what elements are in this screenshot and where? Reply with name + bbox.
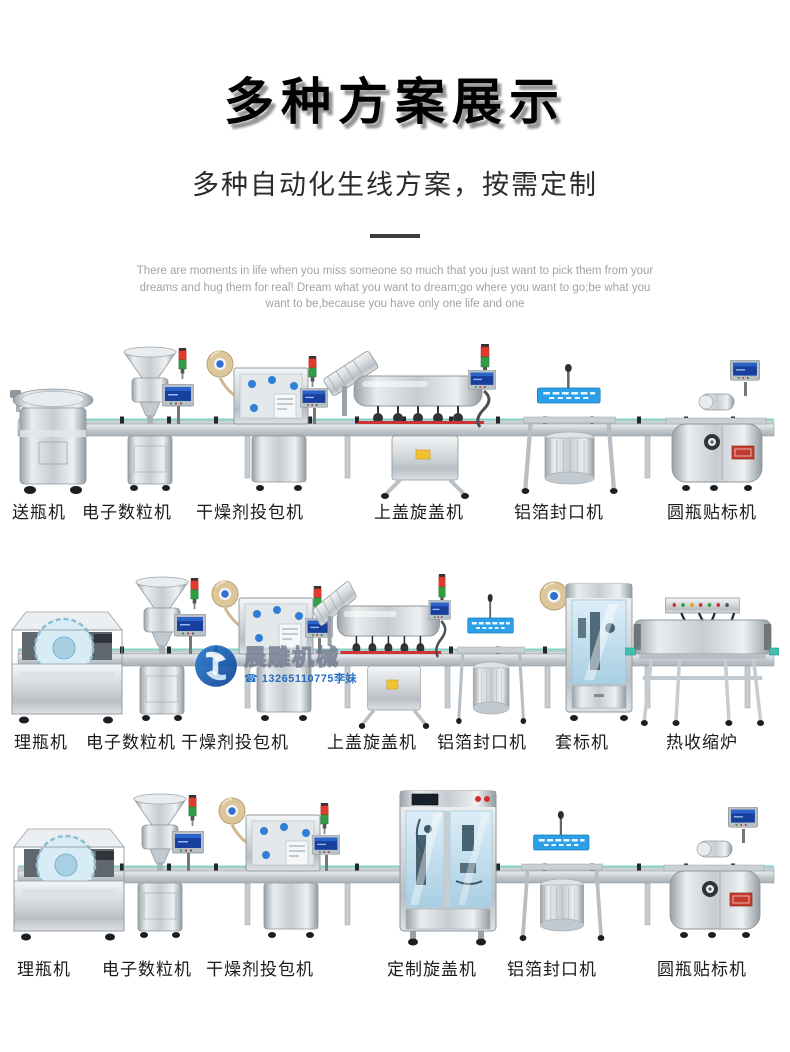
machine-round-bottle-labeler <box>664 807 764 938</box>
page-title: 多种方案展示 <box>224 74 566 130</box>
machine-label-labeler: 圆瓶贴标机 <box>667 503 757 522</box>
machine-round-bottle-labeler <box>666 360 766 491</box>
machine-label-capper: 上盖旋盖机 <box>374 503 464 522</box>
conveyor-belt <box>18 866 774 926</box>
machine-label-counter: 电子数粒机 <box>82 503 172 522</box>
description-text: There are moments in life when you miss … <box>125 263 665 313</box>
machine-label-capper: 上盖旋盖机 <box>327 733 417 752</box>
machine-label-counter: 电子数粒机 <box>102 960 192 979</box>
production-line-row-2: 理瓶机 电子数粒机 干燥剂投包机 上盖旋盖机 铝箔封口机 套标机 热收缩炉 <box>0 568 790 773</box>
machine-label-foil-sealer: 铝箔封口机 <box>514 503 604 522</box>
machine-label-bottle-feeder: 送瓶机 <box>12 503 66 522</box>
production-line-2-illustration <box>10 568 779 733</box>
machine-label-counter: 电子数粒机 <box>86 733 176 752</box>
production-line-row-1: 送瓶机 电子数粒机 干燥剂投包机 上盖旋盖机 铝箔封口机 圆瓶贴标机 <box>0 338 790 543</box>
machine-label-unscrambler: 理瓶机 <box>17 960 71 979</box>
machine-labels-row-1: 送瓶机 电子数粒机 干燥剂投包机 上盖旋盖机 铝箔封口机 圆瓶贴标机 <box>0 498 790 528</box>
machine-custom-capper <box>399 790 497 947</box>
machine-bottle-unscrambler <box>10 610 124 725</box>
production-line-1-illustration <box>9 338 790 503</box>
description-line: want to be,because you have only one lif… <box>265 298 525 311</box>
machine-label-foil-sealer: 铝箔封口机 <box>507 960 597 979</box>
divider <box>370 234 420 238</box>
machine-label-labeler: 圆瓶贴标机 <box>657 960 747 979</box>
description-line: There are moments in life when you miss … <box>136 265 654 277</box>
machine-labels-row-2: 理瓶机 电子数粒机 干燥剂投包机 上盖旋盖机 铝箔封口机 套标机 热收缩炉 <box>0 728 790 758</box>
production-line-3-illustration <box>12 790 790 947</box>
production-line-row-3: 理瓶机 电子数粒机 干燥剂投包机 定制旋盖机 铝箔封口机 圆瓶贴标机 <box>0 785 790 990</box>
machine-label-desiccant: 干燥剂投包机 <box>196 503 304 522</box>
machine-label-desiccant: 干燥剂投包机 <box>181 733 289 752</box>
machine-label-unscrambler: 理瓶机 <box>14 733 68 752</box>
machine-bottle-feeder-turntable <box>9 388 94 495</box>
page-subtitle: 多种自动化生线方案，按需定制 <box>192 170 598 200</box>
machine-label-custom-capper: 定制旋盖机 <box>387 960 477 979</box>
machine-label-tunnel: 热收缩炉 <box>666 733 738 752</box>
machine-label-sleever: 套标机 <box>555 733 609 752</box>
machine-label-foil-sealer: 铝箔封口机 <box>437 733 527 752</box>
machine-label-desiccant: 干燥剂投包机 <box>206 960 314 979</box>
description-line: dreams and hug them for real! Dream what… <box>139 281 651 294</box>
machine-bottle-unscrambler <box>12 827 126 942</box>
machine-labels-row-3: 理瓶机 电子数粒机 干燥剂投包机 定制旋盖机 铝箔封口机 圆瓶贴标机 <box>0 955 790 985</box>
